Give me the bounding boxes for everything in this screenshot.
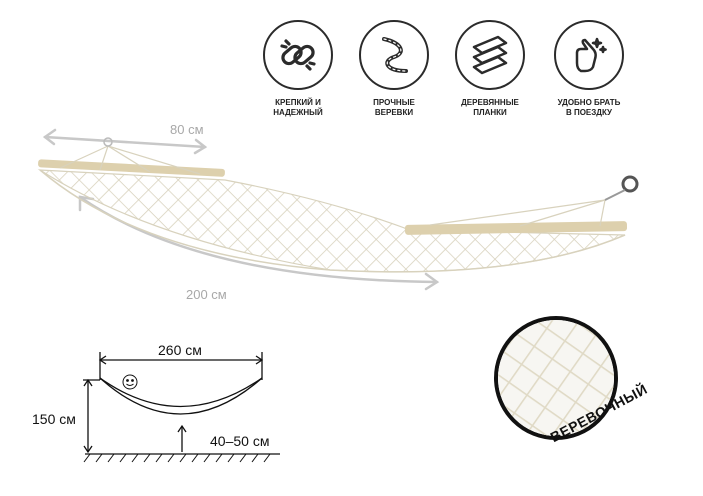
feature-portable: УДОБНО БРАТЬ В ПОЕЗДКУ: [544, 20, 634, 118]
rope-detail-image: [494, 316, 618, 440]
span-label: 260 см: [158, 342, 202, 358]
chain-link-icon: [263, 20, 333, 90]
width-arrow: [42, 128, 208, 155]
smiley-icon: [122, 374, 138, 390]
left-wood-bar: [38, 159, 225, 177]
feature-label: ПРОЧНЫЕ ВЕРЕВКИ: [373, 98, 415, 117]
feature-label: ДЕРЕВЯННЫЕ ПЛАНКИ: [461, 98, 519, 117]
height-label: 150 см: [32, 411, 76, 427]
feature-label: УДОБНО БРАТЬ В ПОЕЗДКУ: [557, 98, 621, 117]
length-label: 200 см: [186, 287, 227, 302]
sag-label: 40–50 см: [210, 433, 270, 449]
rope-icon: [359, 20, 429, 90]
feature-label: КРЕПКИЙ И НАДЕЖНЫЙ: [273, 98, 323, 117]
hand-sparkle-icon: [554, 20, 624, 90]
dimension-diagram: [83, 352, 280, 463]
hammock-illustration: [37, 128, 639, 291]
feature-wood: ДЕРЕВЯННЫЕ ПЛАНКИ: [445, 20, 535, 118]
wood-planks-icon: [455, 20, 525, 90]
right-wood-bar: [404, 221, 628, 235]
feature-strong: КРЕПКИЙ И НАДЕЖНЫЙ: [253, 20, 343, 118]
width-label: 80 см: [170, 122, 204, 137]
feature-rope: ПРОЧНЫЕ ВЕРЕВКИ: [349, 20, 439, 118]
